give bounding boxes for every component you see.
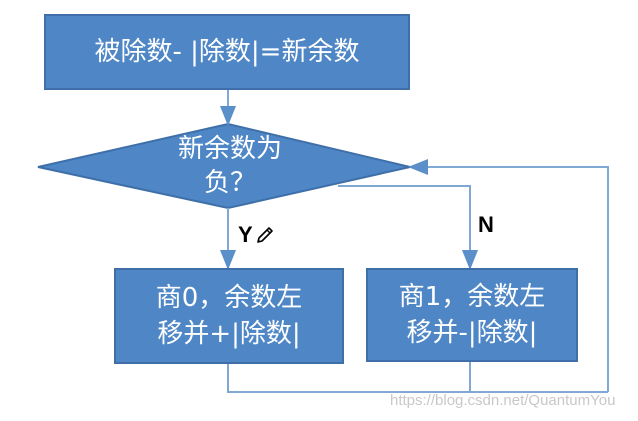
decision-text: 新余数为 负？: [177, 134, 282, 198]
yes-branch-label: Y: [238, 222, 253, 247]
pencil-icon: [257, 227, 273, 243]
start-process-box: 被除数- |除数|=新余数: [44, 14, 410, 90]
quotient-one-box: 商1，余数左 移并-|除数|: [366, 268, 578, 362]
quotient-one-text: 商1，余数左 移并-|除数|: [398, 282, 546, 348]
connector-loop-left: [227, 364, 608, 393]
start-process-text: 被除数- |除数|=新余数: [94, 37, 360, 67]
connector-return: [408, 159, 609, 392]
connector-no-branch: [338, 185, 478, 270]
quotient-zero-text: 商0，余数左 移并+|除数|: [155, 283, 303, 349]
no-branch-label: N: [478, 212, 494, 237]
quotient-zero-box: 商0，余数左 移并+|除数|: [114, 268, 344, 364]
watermark-text: https://blog.csdn.net/QuantumYou: [390, 392, 616, 409]
